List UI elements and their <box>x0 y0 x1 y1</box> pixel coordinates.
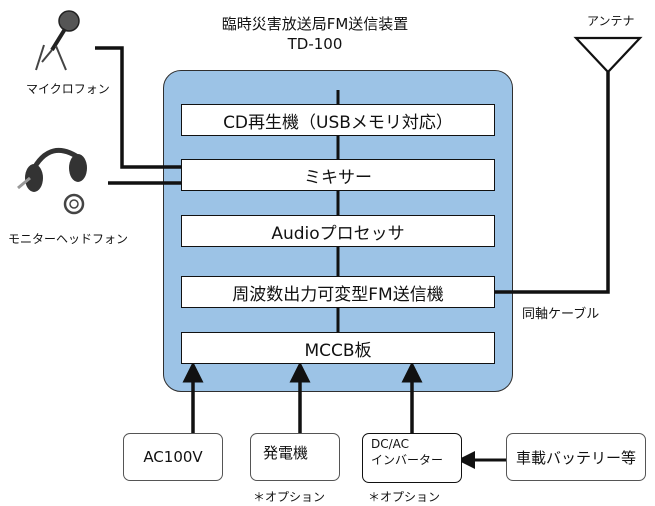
inverter-box: DC/AC インバーター <box>362 433 462 483</box>
mixer-module: ミキサー <box>181 159 495 191</box>
model-number: TD-100 <box>287 35 343 53</box>
antenna-icon <box>573 36 643 74</box>
ac100v-box: AC100V <box>123 433 223 481</box>
battery-label: 車載バッテリー等 <box>515 448 636 467</box>
fm-transmitter-module: 周波数出力可変型FM送信機 <box>181 276 495 308</box>
inverter-label-line1: DC/AC <box>371 437 410 451</box>
microphone-cable <box>95 46 188 169</box>
diagram-title: 臨時災害放送局FM送信装置 <box>221 15 409 33</box>
mccb-panel-module: MCCB板 <box>181 332 495 364</box>
generator-box: 発電機 <box>250 433 340 481</box>
microphone-label: マイクロフォン <box>26 82 110 96</box>
cd-player-module: CD再生機（USBメモリ対応） <box>181 104 495 136</box>
inverter-option-note: ＊オプション <box>368 490 441 504</box>
generator-label: 発電機 <box>263 444 309 462</box>
headphone-label: モニターヘッドフォン <box>8 232 129 246</box>
antenna-label: アンテナ <box>587 14 635 28</box>
generator-option-note: ＊オプション <box>253 490 326 504</box>
coax-cable <box>488 72 610 294</box>
coax-cable-label: 同軸ケーブル <box>522 307 600 322</box>
inverter-label-line2: インバーター <box>371 453 444 467</box>
audio-processor-module: Audioプロセッサ <box>181 215 495 247</box>
battery-box: 車載バッテリー等 <box>506 433 646 481</box>
ac100v-label: AC100V <box>143 448 203 466</box>
